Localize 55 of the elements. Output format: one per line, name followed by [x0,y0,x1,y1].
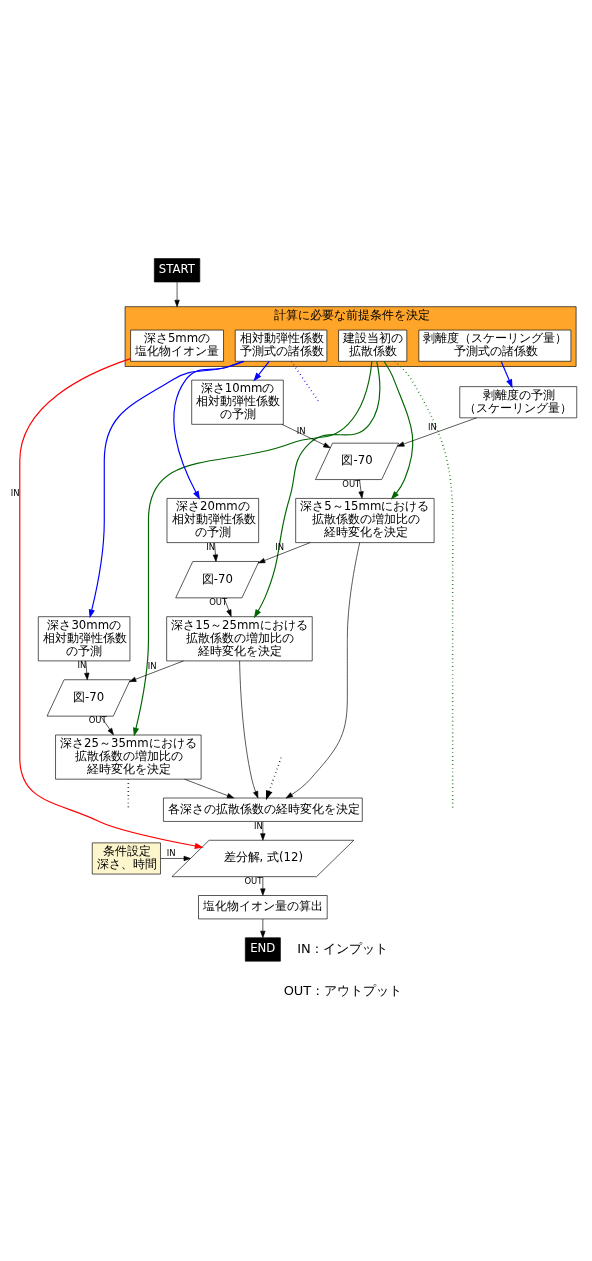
arrow [500,360,513,388]
node-box: 深さ5～15mmにおける拡散係数の増加比の経時変化を決定 [295,497,435,543]
arrow [358,478,364,499]
arrow [260,875,266,896]
arrow [258,541,311,563]
node-box: 深さ5mmの塩化物イオン量 [130,329,224,362]
node-box: 相対動弾性係数予測式の諸係数 [234,329,328,362]
edge-label: IN [166,847,176,858]
node-box: 剥離度の予測 （スケーリング量） [459,385,578,418]
arrow [100,715,114,735]
node-box: 各深さの拡散係数の経時変化を決定 [163,797,363,822]
arrow [285,541,360,798]
label: OUT : アウトプット [283,982,402,998]
arrow [88,360,245,618]
arrow [397,417,477,447]
node-box: 条件設定 深さ、時間 [91,842,161,874]
edge-label: IN [253,820,263,831]
node-box: 剥離度（スケーリング量）予測式の諸係数 [418,329,572,362]
node-box: 深さ15～25mmにおける拡散係数の増加比の経時変化を決定 [166,615,313,661]
node-box: 深さ20mmの相対動弾性係数の予測 [166,497,259,543]
edge-label: IN [147,660,157,671]
label: IN : インプット [297,940,389,956]
node-box: 深さ25～35mmにおける拡散係数の増加比の経時変化を決定 [55,734,202,779]
arrow [260,820,266,840]
edge-label: IN [77,659,87,670]
arrow [133,360,373,737]
edge-label: IN [428,421,437,432]
edge-label: OUT [209,596,228,607]
arrow [281,423,331,448]
arrow [223,597,232,617]
node-box: START [154,257,201,282]
arrow [239,660,259,798]
arrow [260,918,266,938]
node-box: 深さ10mmの相対動弾性係数の予測 [191,379,284,425]
arrow [129,660,184,682]
arrow [174,281,180,307]
node-box: 塩化物イオン量の算出 [198,894,328,919]
node-box: 深さ30mmの相対動弾性係数の予測 [38,615,131,661]
arrow [383,360,414,500]
arrow [160,855,191,861]
arrow [253,360,381,618]
arrow [184,778,235,798]
connector [290,360,320,402]
arrow [19,357,204,849]
edge-label: IN [206,541,216,552]
edge-label: IN [296,425,306,436]
arrow [84,660,90,680]
edge-label: OUT [88,714,107,725]
edge-label: OUT [244,875,263,886]
arrow [173,360,244,500]
node-box: END [245,936,281,961]
edge-label: IN [10,487,20,498]
arrow [253,360,270,381]
edge-label: OUT [342,478,361,489]
node-box: 建設当初の拡散係数 [338,329,408,362]
